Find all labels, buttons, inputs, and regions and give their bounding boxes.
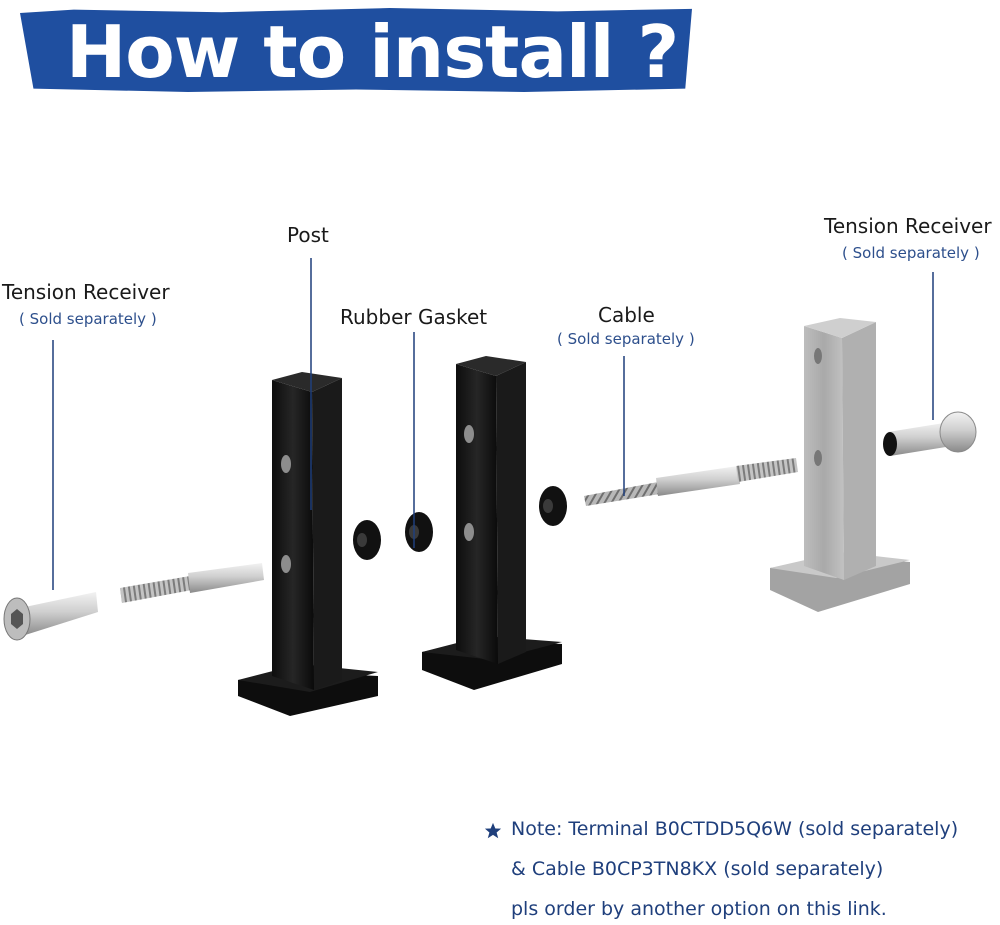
tension-receiver-right-part xyxy=(883,411,977,456)
label-tension-receiver-left-note: ( Sold separately ) xyxy=(19,310,157,328)
title-banner xyxy=(20,8,692,92)
label-rubber-gasket: Rubber Gasket xyxy=(340,305,488,329)
label-cable: Cable xyxy=(598,303,655,327)
label-post: Post xyxy=(287,223,329,247)
rubber-gasket-2 xyxy=(405,512,433,552)
rubber-gasket-3 xyxy=(539,486,567,526)
black-post-middle xyxy=(422,356,562,690)
black-post-left xyxy=(238,372,378,716)
threaded-terminal-left xyxy=(120,563,264,603)
note-line-3: pls order by another option on this link… xyxy=(511,898,887,920)
note-line-2: & Cable B0CP3TN8KX (sold separately) xyxy=(511,858,884,880)
note-line-1: Note: Terminal B0CTDD5Q6W (sold separate… xyxy=(511,818,959,840)
label-tension-receiver-right: Tension Receiver xyxy=(824,214,992,238)
label-tension-receiver-right-note: ( Sold separately ) xyxy=(842,244,980,262)
label-tension-receiver-left: Tension Receiver xyxy=(2,280,170,304)
leader-lines xyxy=(52,258,934,590)
star-icon xyxy=(484,822,502,839)
label-cable-note: ( Sold separately ) xyxy=(557,330,695,348)
page-title: How to install ? xyxy=(66,10,679,94)
rubber-gasket-1 xyxy=(353,520,381,560)
tension-receiver-left-part xyxy=(3,592,98,641)
gray-post-right xyxy=(770,318,910,612)
cable-with-terminal xyxy=(584,458,798,506)
